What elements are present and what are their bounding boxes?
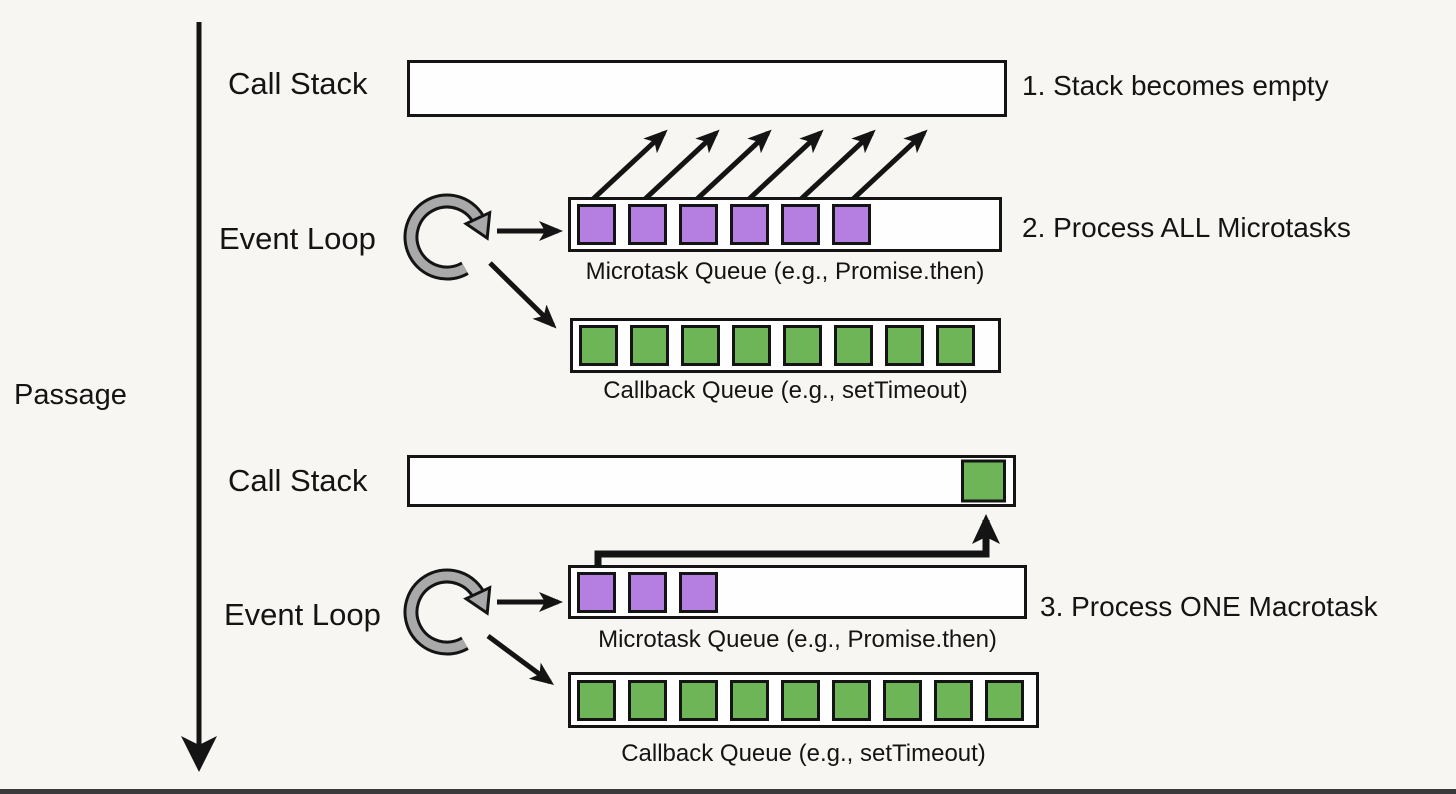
task-square bbox=[832, 679, 871, 721]
call-stack-label-2: Call Stack bbox=[228, 463, 368, 498]
microtask-tasks-2 bbox=[577, 571, 718, 613]
microtask-queue-caption-1: Microtask Queue (e.g., Promise.then) bbox=[585, 258, 985, 285]
task-square bbox=[730, 679, 769, 721]
event-loop-label-2: Event Loop bbox=[224, 597, 381, 632]
task-square bbox=[885, 325, 924, 366]
task-square bbox=[832, 204, 871, 245]
task-square bbox=[679, 204, 718, 245]
event-loop-label-1: Event Loop bbox=[219, 221, 376, 256]
callback-queue-box-2 bbox=[568, 672, 1039, 728]
microtask-queue-caption-2: Microtask Queue (e.g., Promise.then) bbox=[598, 626, 997, 653]
step-2-annotation: 2. Process ALL Microtasks bbox=[1022, 212, 1351, 243]
bottom-edge bbox=[0, 789, 1456, 794]
event-loop-icon bbox=[403, 193, 492, 281]
macrotask-on-stack bbox=[961, 459, 1006, 503]
callback-queue-box-1 bbox=[570, 318, 1001, 373]
passage-arrow bbox=[181, 22, 217, 772]
microtask-queue-box-2 bbox=[568, 565, 1027, 619]
callback-tasks-1 bbox=[579, 325, 975, 366]
step-1-annotation: 1. Stack becomes empty bbox=[1022, 70, 1329, 101]
call-stack-box-2 bbox=[407, 455, 1016, 507]
task-square bbox=[985, 679, 1024, 721]
step-3-annotation: 3. Process ONE Macrotask bbox=[1040, 591, 1378, 622]
task-square bbox=[883, 679, 922, 721]
task-square bbox=[630, 325, 669, 366]
task-square bbox=[936, 325, 975, 366]
task-square bbox=[934, 679, 973, 721]
task-square bbox=[679, 571, 718, 613]
passage-label: Passage bbox=[14, 379, 127, 411]
task-square bbox=[628, 571, 667, 613]
arrow-to-callback-queue-2 bbox=[486, 633, 555, 685]
task-square bbox=[961, 459, 1006, 503]
microtask-lift-arrows bbox=[590, 129, 928, 202]
callback-queue-caption-1: Callback Queue (e.g., setTimeout) bbox=[603, 377, 968, 404]
call-stack-label-1: Call Stack bbox=[228, 66, 368, 101]
microtask-tasks-1 bbox=[577, 204, 871, 245]
callback-queue-caption-2: Callback Queue (e.g., setTimeout) bbox=[621, 740, 986, 767]
task-square bbox=[730, 204, 769, 245]
task-square bbox=[577, 679, 616, 721]
task-square bbox=[681, 325, 720, 366]
task-square bbox=[579, 325, 618, 366]
task-square bbox=[834, 325, 873, 366]
task-square bbox=[781, 204, 820, 245]
task-square bbox=[577, 204, 616, 245]
task-square bbox=[783, 325, 822, 366]
arrow-to-callback-queue-1 bbox=[488, 261, 557, 329]
event-loop-icon bbox=[403, 568, 492, 656]
call-stack-box-1 bbox=[407, 60, 1007, 117]
task-square bbox=[577, 571, 616, 613]
callback-tasks-2 bbox=[577, 679, 1024, 721]
task-square bbox=[679, 679, 718, 721]
task-square bbox=[628, 204, 667, 245]
microtask-queue-box-1 bbox=[568, 197, 1002, 252]
task-square bbox=[732, 325, 771, 366]
task-square bbox=[781, 679, 820, 721]
task-square bbox=[628, 679, 667, 721]
